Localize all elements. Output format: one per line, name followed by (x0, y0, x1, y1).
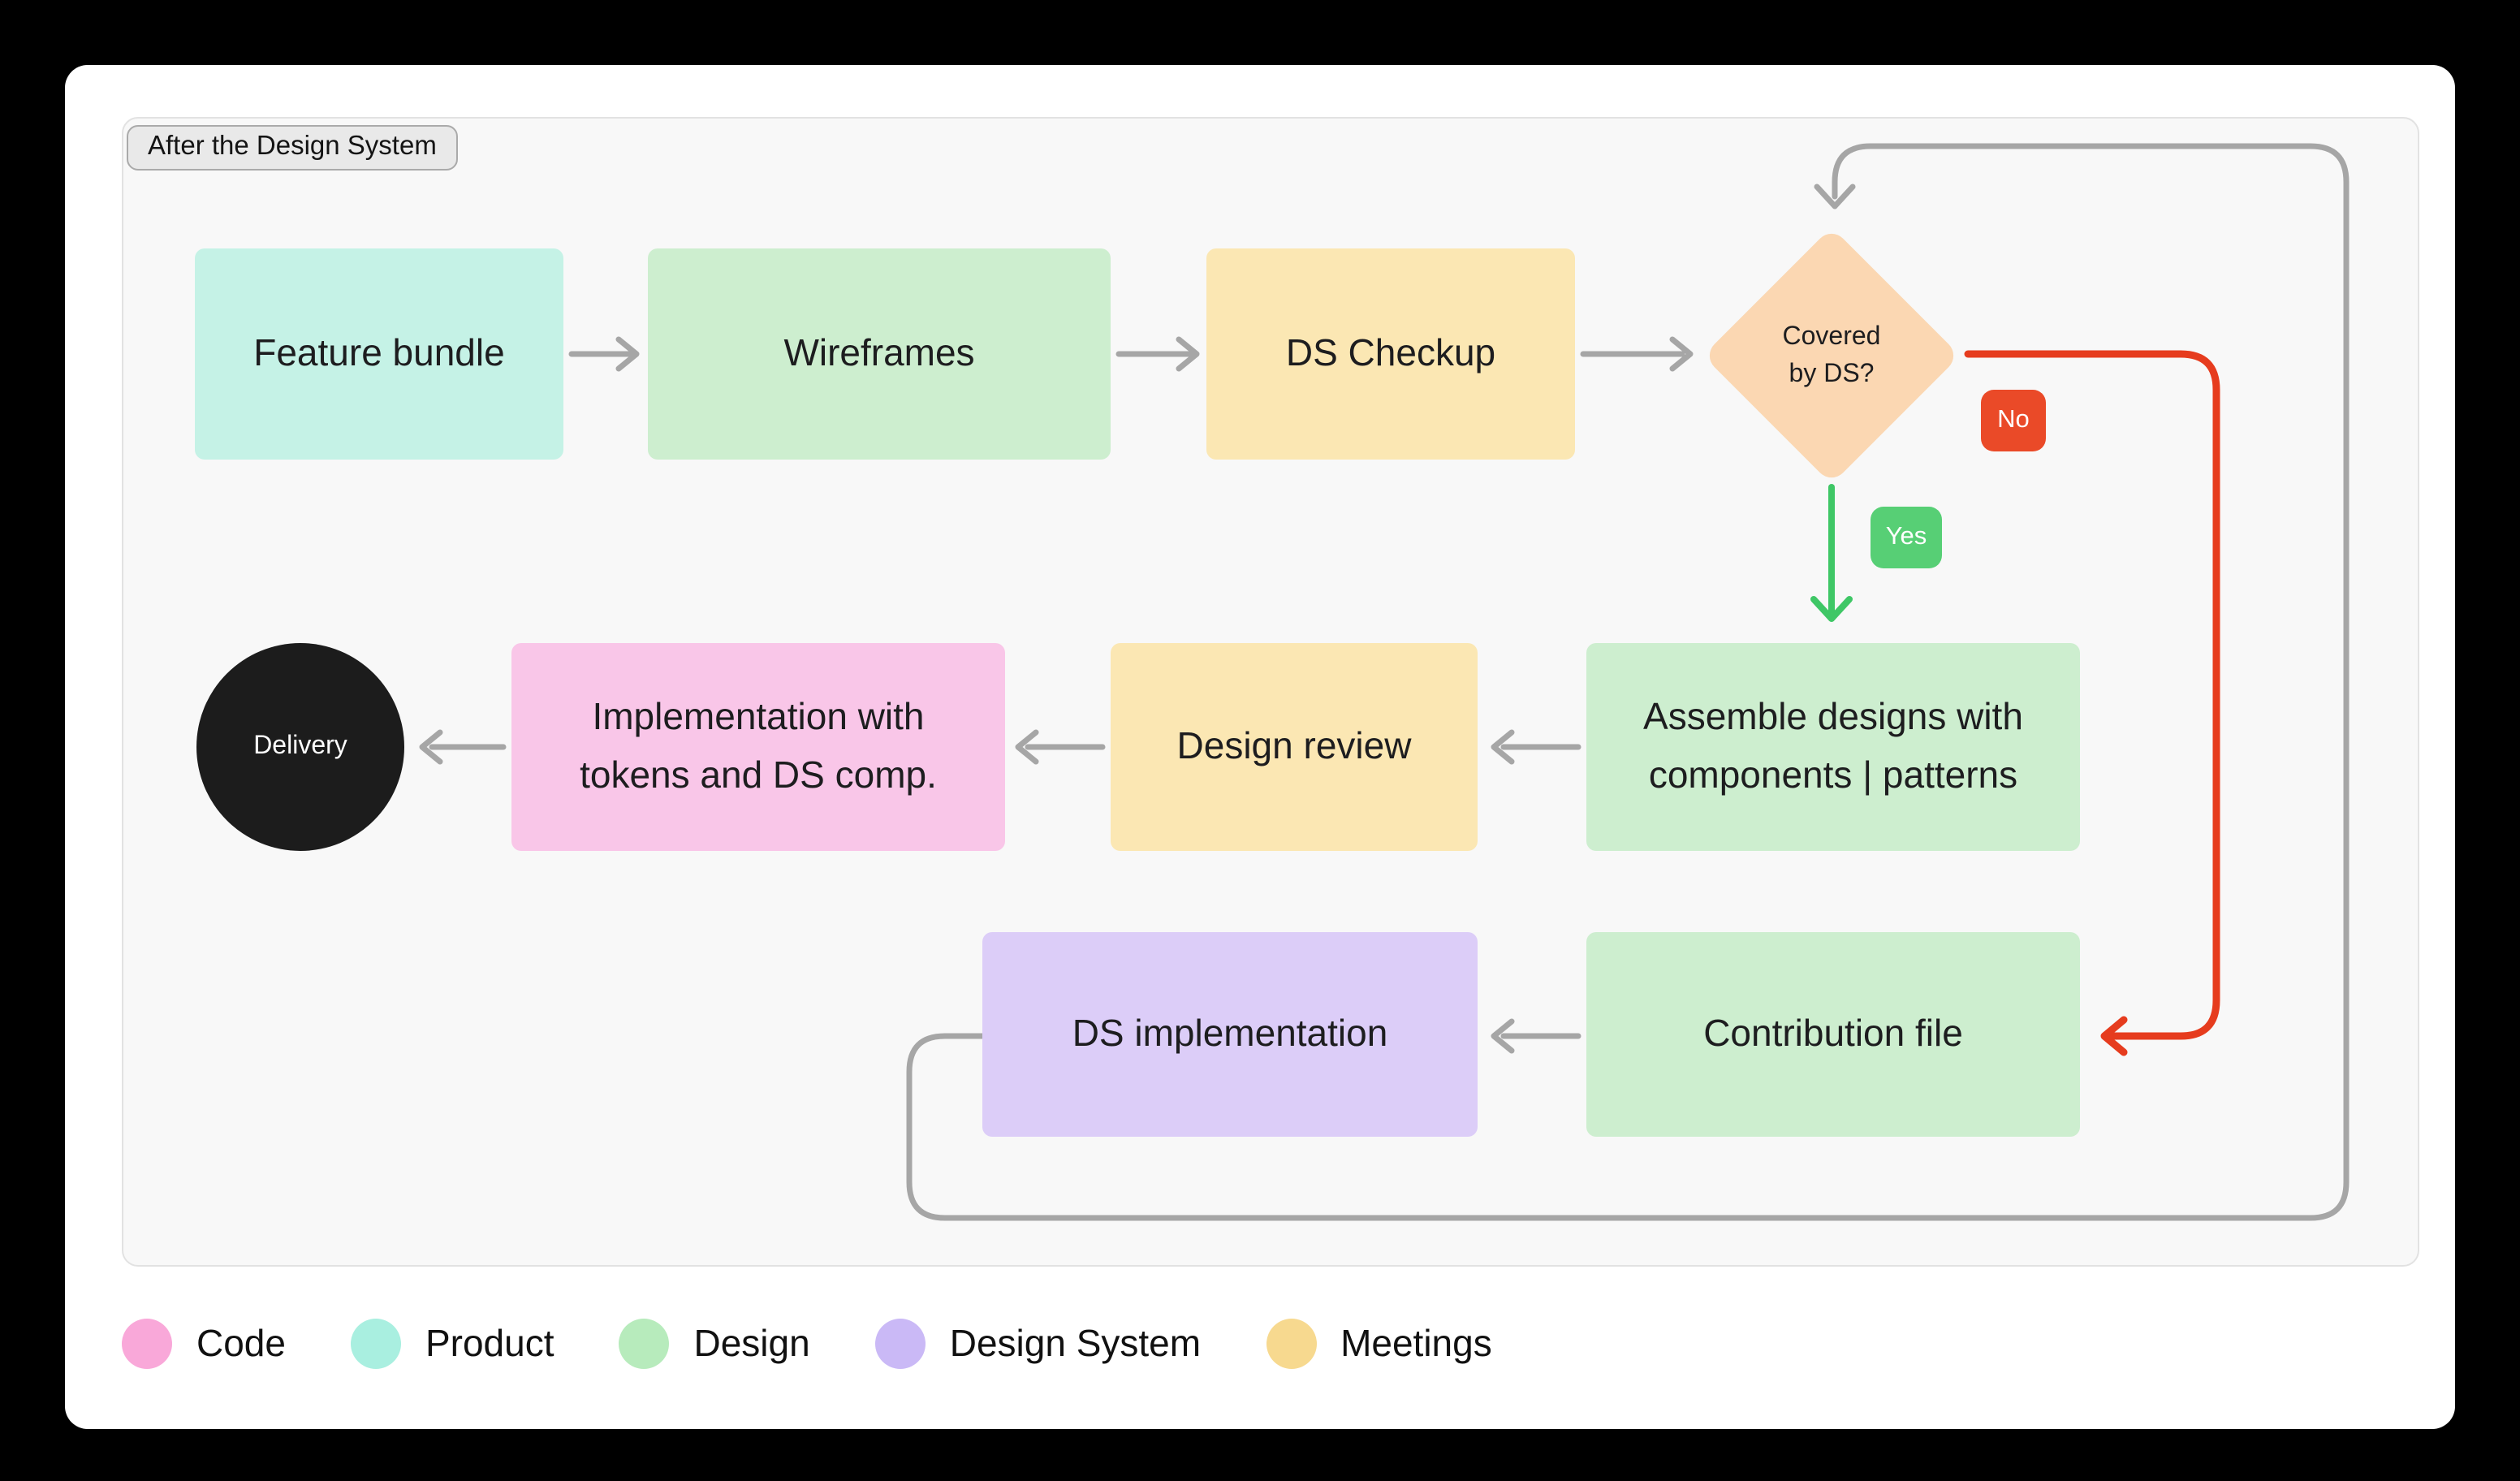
legend-label: Product (425, 1322, 554, 1364)
design-system-swatch-icon (874, 1319, 926, 1369)
no-badge[interactable]: No (1981, 390, 2046, 451)
product-swatch-icon (350, 1319, 401, 1369)
legend-label: Design (693, 1322, 810, 1364)
covered-by-ds-label: Covered by DS? (1782, 323, 1881, 389)
legend-item-code: Code (122, 1319, 286, 1369)
design-swatch-icon (619, 1319, 670, 1369)
legend-item-product: Product (350, 1319, 554, 1369)
node-implementation[interactable]: Implementation with tokens and DS comp. (511, 643, 1005, 851)
legend-label: Design System (949, 1322, 1202, 1364)
legend: Code Product Design Design System Meetin… (122, 1319, 1492, 1369)
node-ds-implementation[interactable]: DS implementation (982, 932, 1478, 1137)
legend-label: Meetings (1340, 1322, 1492, 1364)
legend-item-meetings: Meetings (1266, 1319, 1492, 1369)
node-delivery[interactable]: Delivery (196, 643, 404, 851)
node-design-review[interactable]: Design review (1111, 643, 1478, 851)
node-assemble-designs[interactable]: Assemble designs with components | patte… (1586, 643, 2080, 851)
yes-badge[interactable]: Yes (1871, 507, 1942, 568)
node-contribution-file[interactable]: Contribution file (1586, 932, 2080, 1137)
node-ds-checkup[interactable]: DS Checkup (1206, 248, 1575, 460)
section-label-chip: After the Design System (127, 125, 458, 171)
legend-item-design: Design (619, 1319, 810, 1369)
code-swatch-icon (122, 1319, 172, 1369)
legend-item-design-system: Design System (874, 1319, 1202, 1369)
node-wireframes[interactable]: Wireframes (648, 248, 1111, 460)
meetings-swatch-icon (1266, 1319, 1317, 1369)
legend-label: Code (196, 1322, 286, 1364)
node-feature-bundle[interactable]: Feature bundle (195, 248, 563, 460)
